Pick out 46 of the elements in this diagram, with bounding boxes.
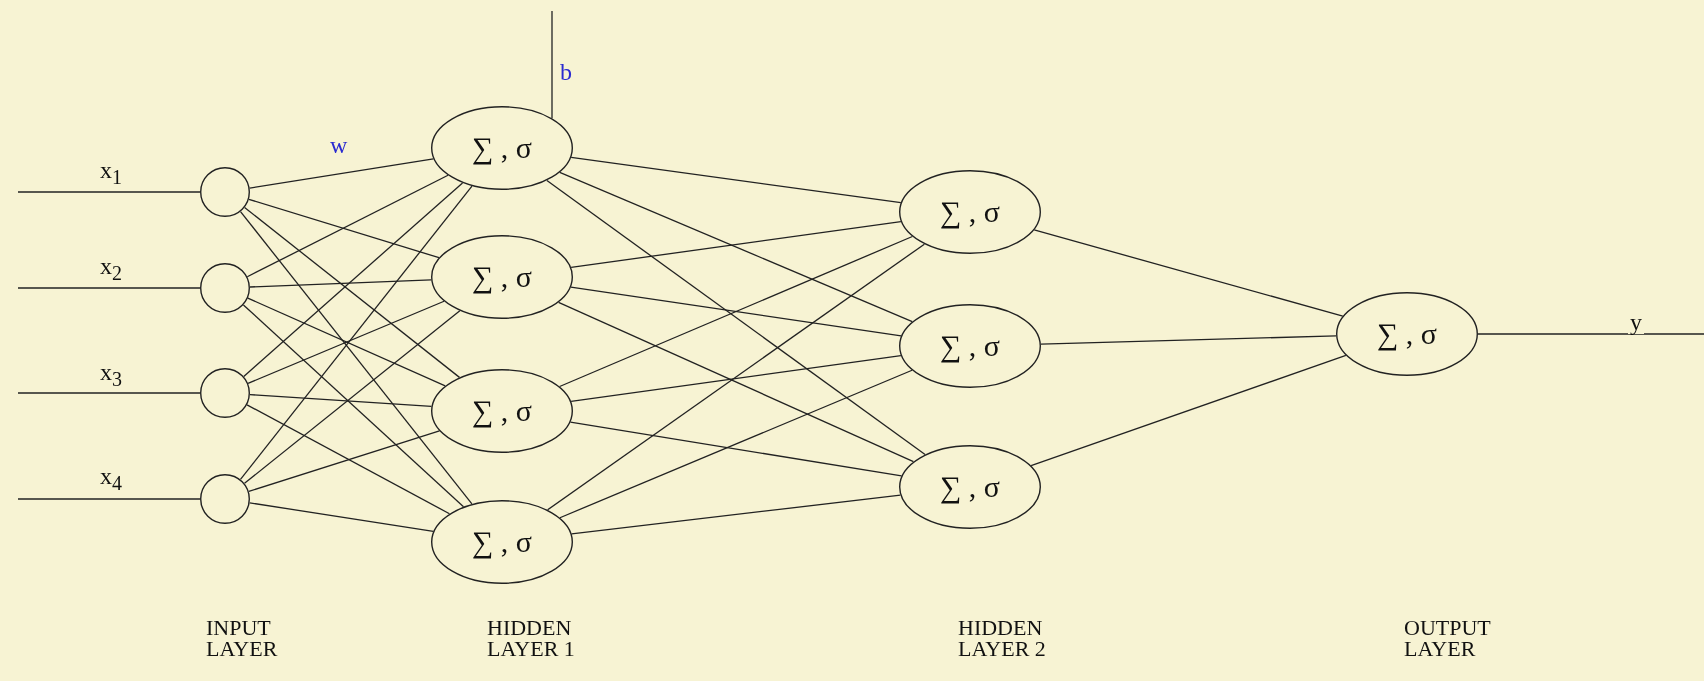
signal-line (1477, 333, 1704, 335)
connection-line (547, 243, 925, 511)
connection-line (1040, 335, 1337, 345)
neuron-function: ∑ , σ (471, 260, 533, 294)
connection-line (243, 310, 461, 484)
connection-line (1030, 354, 1347, 467)
signal-line (17, 498, 201, 500)
connection-line (570, 220, 902, 269)
connection-line (249, 279, 432, 288)
neuron-function: ∑ , σ (939, 329, 1001, 363)
connection-line (239, 210, 473, 505)
signal-line (17, 392, 201, 394)
connection-line (248, 430, 441, 493)
connection-line (1033, 229, 1344, 317)
connection-line (570, 286, 902, 337)
connection-line (246, 404, 451, 515)
neuron-function: ∑ , σ (1376, 317, 1438, 351)
layer-label: INPUT LAYER (206, 618, 279, 660)
neuron-function: ∑ , σ (471, 525, 533, 559)
connection-line (242, 304, 465, 508)
connection-line (557, 301, 915, 463)
connection-line (249, 502, 434, 532)
neuron-function: ∑ , σ (939, 195, 1001, 229)
connection-line (570, 156, 902, 204)
neuron-function: ∑ , σ (471, 394, 533, 428)
signal-line (551, 10, 553, 119)
connection-line (571, 494, 901, 535)
weight-label: w (330, 134, 348, 157)
connection-line (559, 171, 913, 323)
connection-line (249, 158, 435, 189)
connection-line (569, 421, 903, 477)
connection-line (246, 174, 449, 278)
layer-label: OUTPUT LAYER (1404, 618, 1492, 660)
connection-line (249, 393, 433, 408)
connection-line (239, 185, 473, 481)
connection-line (248, 198, 440, 259)
signal-line (17, 287, 201, 289)
connection-line (559, 369, 913, 519)
signal-line (17, 191, 201, 193)
layer-label: HIDDEN LAYER 2 (958, 618, 1047, 660)
connection-line (559, 235, 913, 388)
layer-label: HIDDEN LAYER 1 (487, 618, 576, 660)
neuron-function: ∑ , σ (471, 131, 533, 165)
connection-line (570, 354, 902, 403)
connection-line (546, 179, 926, 456)
neuron-function: ∑ , σ (939, 470, 1001, 504)
